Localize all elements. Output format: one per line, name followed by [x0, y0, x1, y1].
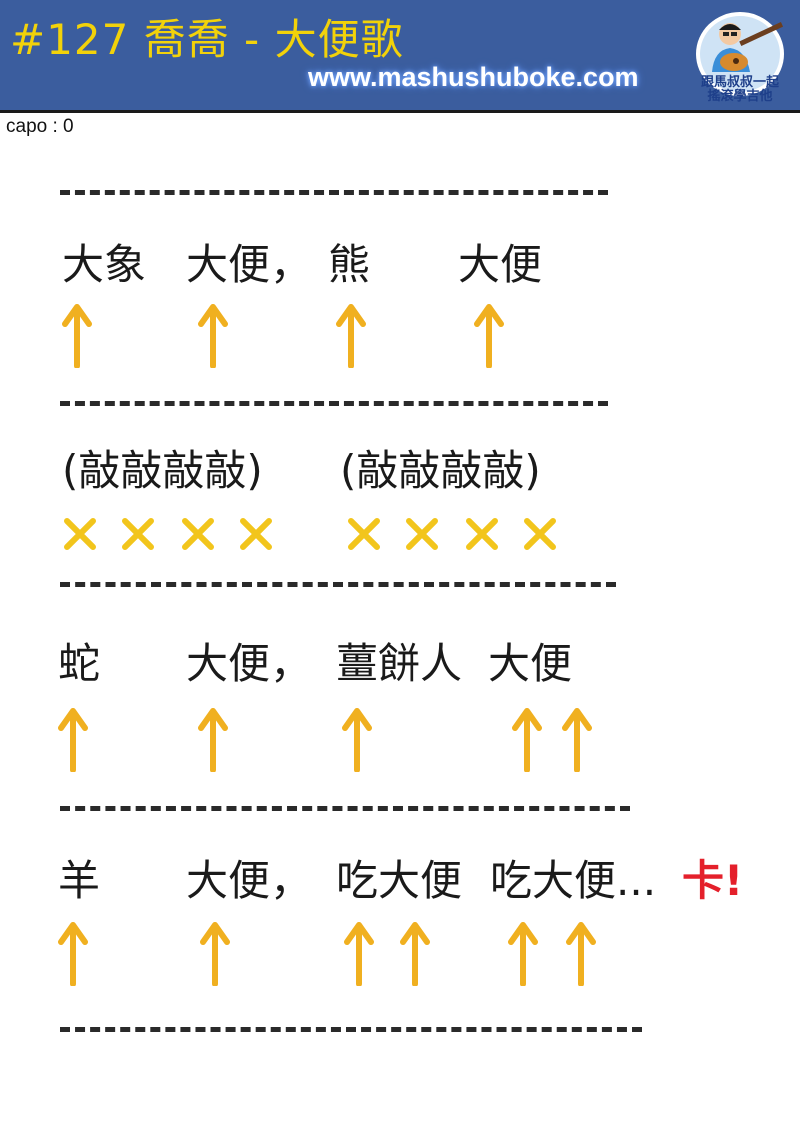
mute-cross-icon: [466, 518, 498, 550]
mute-cross-icon: [182, 518, 214, 550]
divider-dashes-3: [60, 582, 616, 587]
divider-dashes-1: [60, 190, 608, 195]
lyric-line-3: 蛇 大便， 薑餅人 大便: [0, 643, 800, 693]
up-arrow-icon: [562, 708, 592, 772]
lyric-segment: 吃大便...: [490, 856, 657, 905]
up-arrow-icon: [508, 922, 538, 986]
logo-slogan-line-2: 搖滾學吉他: [707, 89, 773, 104]
guitarist-logo: 跟馬叔叔一起 搖滾學吉他: [690, 10, 790, 106]
lyric-segment: 薑餅人: [336, 639, 463, 688]
divider-dashes-2: [60, 401, 608, 406]
logo-slogan-line-1: 跟馬叔叔一起: [700, 75, 779, 90]
lyric-segment: 大便，: [186, 856, 313, 905]
mute-cross-icon: [64, 518, 96, 550]
guitarist-logo-icon: [696, 12, 784, 96]
up-arrow-icon: [58, 922, 88, 986]
divider-dashes-5: [60, 1027, 642, 1032]
mute-cross-icon: [122, 518, 154, 550]
strum-line-1: [0, 304, 800, 374]
lyric-line-2: (敲敲敲敲) (敲敲敲敲): [0, 450, 800, 500]
lyric-segment: 大便，: [186, 639, 313, 688]
lyric-segment: 蛇: [58, 639, 101, 688]
lyric-segment: (敲敲敲敲): [62, 446, 263, 495]
up-arrow-icon: [62, 304, 92, 368]
header-banner: #127 喬喬 - 大便歌 www.mashushuboke.com 跟馬叔叔一…: [0, 0, 800, 110]
strum-line-3: [0, 708, 800, 778]
up-arrow-icon: [474, 304, 504, 368]
strum-line-2: [0, 516, 800, 558]
lyric-segment: 大便，: [186, 240, 313, 289]
header-divider: [0, 110, 800, 113]
mute-cross-icon: [348, 518, 380, 550]
up-arrow-icon: [336, 304, 366, 368]
up-arrow-icon: [566, 922, 596, 986]
capo-label: capo : 0: [6, 116, 74, 137]
logo-slogan: 跟馬叔叔一起 搖滾學吉他: [694, 76, 786, 104]
up-arrow-icon: [344, 922, 374, 986]
up-arrow-icon: [198, 708, 228, 772]
up-arrow-icon: [200, 922, 230, 986]
mute-cross-icon: [524, 518, 556, 550]
divider-dashes-4: [60, 806, 630, 811]
up-arrow-icon: [342, 708, 372, 772]
up-arrow-icon: [198, 304, 228, 368]
lyric-line-4: 羊 大便， 吃大便 吃大便... 卡!: [0, 860, 800, 910]
lyric-line-1: 大象 大便， 熊 大便: [0, 244, 800, 294]
lyric-segment: 羊: [58, 856, 101, 905]
song-title: #127 喬喬 - 大便歌: [10, 15, 404, 64]
mute-cross-icon: [406, 518, 438, 550]
lyric-segment: 大便: [458, 240, 543, 289]
strum-line-4: [0, 922, 800, 992]
up-arrow-icon: [512, 708, 542, 772]
lyric-segment: 吃大便: [336, 856, 463, 905]
up-arrow-icon: [400, 922, 430, 986]
up-arrow-icon: [58, 708, 88, 772]
lyric-segment: 大象: [62, 240, 147, 289]
mute-cross-icon: [240, 518, 272, 550]
lyric-segment: 大便: [488, 639, 573, 688]
website-url[interactable]: www.mashushuboke.com: [308, 62, 639, 92]
stop-mark: 卡!: [682, 856, 744, 905]
lyric-segment: (敲敲敲敲): [340, 446, 541, 495]
lyric-segment: 熊: [328, 240, 371, 289]
